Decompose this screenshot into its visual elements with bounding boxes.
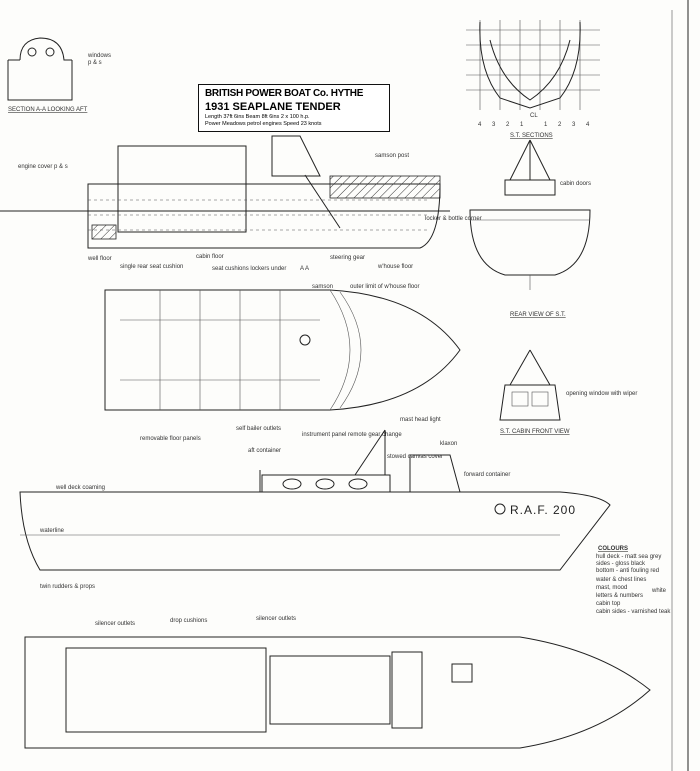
- colour-item: letters & numbers: [596, 593, 643, 599]
- label-waterline: waterline: [39, 528, 65, 534]
- colour-item: bottom - anti fouling red: [596, 568, 659, 574]
- label-windows: windows: [87, 53, 111, 59]
- label-wheelhouse-floor: w'house floor: [377, 264, 413, 270]
- specifications: Length 37ft 6ins Beam 8ft 6ins 2 x 100 h…: [205, 114, 385, 128]
- label-steering-gear: steering gear: [330, 255, 365, 261]
- st-sections-view: S.T. SECTIONS CL: [466, 20, 600, 139]
- label-engine-cover: engine cover p & s: [18, 164, 68, 170]
- label-well-floor: well floor: [87, 256, 112, 262]
- label-removable-panels: removable floor panels: [140, 436, 201, 442]
- label-forward-container: forward container: [464, 472, 510, 478]
- colours-heading: COLOURS: [598, 546, 628, 552]
- spec-line: Length 37ft 6ins Beam 8ft 6ins 2 x 100 h…: [205, 114, 310, 120]
- label-well-deck: well deck coaming: [55, 485, 105, 491]
- label-mast-head-light: mast head light: [400, 417, 441, 423]
- rear-view: cabin doors REAR VIEW OF S.T.: [469, 139, 591, 318]
- label-locker: locker & bottle corner: [425, 216, 482, 222]
- label-klaxon: klaxon: [440, 441, 457, 447]
- title-section-aa: SECTION A-A LOOKING AFT: [8, 107, 88, 113]
- section-scale-number: 2: [506, 122, 510, 128]
- colour-item: mast, mood: [596, 585, 627, 591]
- deck-plan: silencer outlets drop cushions silencer …: [24, 616, 651, 749]
- colour-item: water & chest lines: [595, 577, 646, 583]
- title-st-sections: S.T. SECTIONS: [510, 133, 553, 139]
- colour-item: sides - gloss black: [596, 561, 646, 567]
- label-pbs: p & s: [88, 60, 102, 66]
- label-cabin-floor: cabin floor: [196, 254, 224, 260]
- section-scale-number: 1: [520, 122, 524, 128]
- section-scale-number: 2: [558, 122, 562, 128]
- label-instrument-panel: instrument panel remote gear change: [302, 432, 402, 438]
- colour-item: cabin top: [596, 601, 621, 607]
- label-stowed-canvas: stowed canvas cover: [387, 454, 443, 460]
- label-rudders: twin rudders & props: [40, 584, 95, 590]
- label-seat-cushions: seat cushions lockers under: [212, 266, 286, 272]
- cabin-front-view: opening window with wiper S.T. CABIN FRO…: [499, 349, 637, 435]
- label-cl: CL: [530, 113, 538, 119]
- section-scale-number: 1: [544, 122, 548, 128]
- label-cabin-doors: cabin doors: [560, 181, 591, 187]
- title-rear-view: REAR VIEW OF S.T.: [510, 312, 566, 318]
- colour-item: cabin sides - varnished teak: [596, 609, 671, 615]
- side-elevation: R.A.F. 200 mast head light klaxon stowed…: [19, 417, 611, 590]
- colour-item: hull deck - matt sea grey: [596, 554, 661, 560]
- label-aft-container: aft container: [248, 448, 281, 454]
- section-scale-number: 4: [586, 122, 590, 128]
- title-cabin-front: S.T. CABIN FRONT VIEW: [500, 429, 570, 435]
- floor-plan: samson outer limit of w'house floor remo…: [104, 284, 461, 442]
- colour-white-note: white: [651, 588, 667, 594]
- spec-line: Power Meadows petrol engines Speed 23 kn…: [205, 121, 322, 127]
- section-scale-number: 3: [492, 122, 496, 128]
- builder-name: BRITISH POWER BOAT Co. HYTHE: [205, 88, 364, 99]
- label-self-bailer: self bailer outlets: [236, 426, 281, 432]
- label-samson: samson: [312, 284, 333, 290]
- label-silencer-1: silencer outlets: [95, 621, 135, 627]
- label-single-rear-seat: single rear seat cushion: [120, 264, 183, 270]
- label-samson-post: samson post: [375, 153, 409, 159]
- colours-key: COLOURS hull deck - matt sea grey sides …: [595, 546, 671, 615]
- longitudinal-section: engine cover p & s samson post locker & …: [18, 135, 482, 272]
- drawing-title: 1931 SEAPLANE TENDER: [205, 101, 341, 113]
- registration-number: R.A.F. 200: [510, 503, 576, 517]
- label-aa: A A: [300, 266, 309, 272]
- section-aa-view: windows p & s SECTION A-A LOOKING AFT: [7, 37, 111, 113]
- label-drop-cushions: drop cushions: [170, 618, 207, 624]
- label-silencer-2: silencer outlets: [256, 616, 296, 622]
- section-scale-number: 3: [572, 122, 576, 128]
- section-scale-number: 4: [478, 122, 482, 128]
- label-opening-window: opening window with wiper: [566, 391, 637, 397]
- label-outer-limit: outer limit of w'house floor: [350, 284, 420, 290]
- title-block: BRITISH POWER BOAT Co. HYTHE 1931 SEAPLA…: [198, 84, 390, 132]
